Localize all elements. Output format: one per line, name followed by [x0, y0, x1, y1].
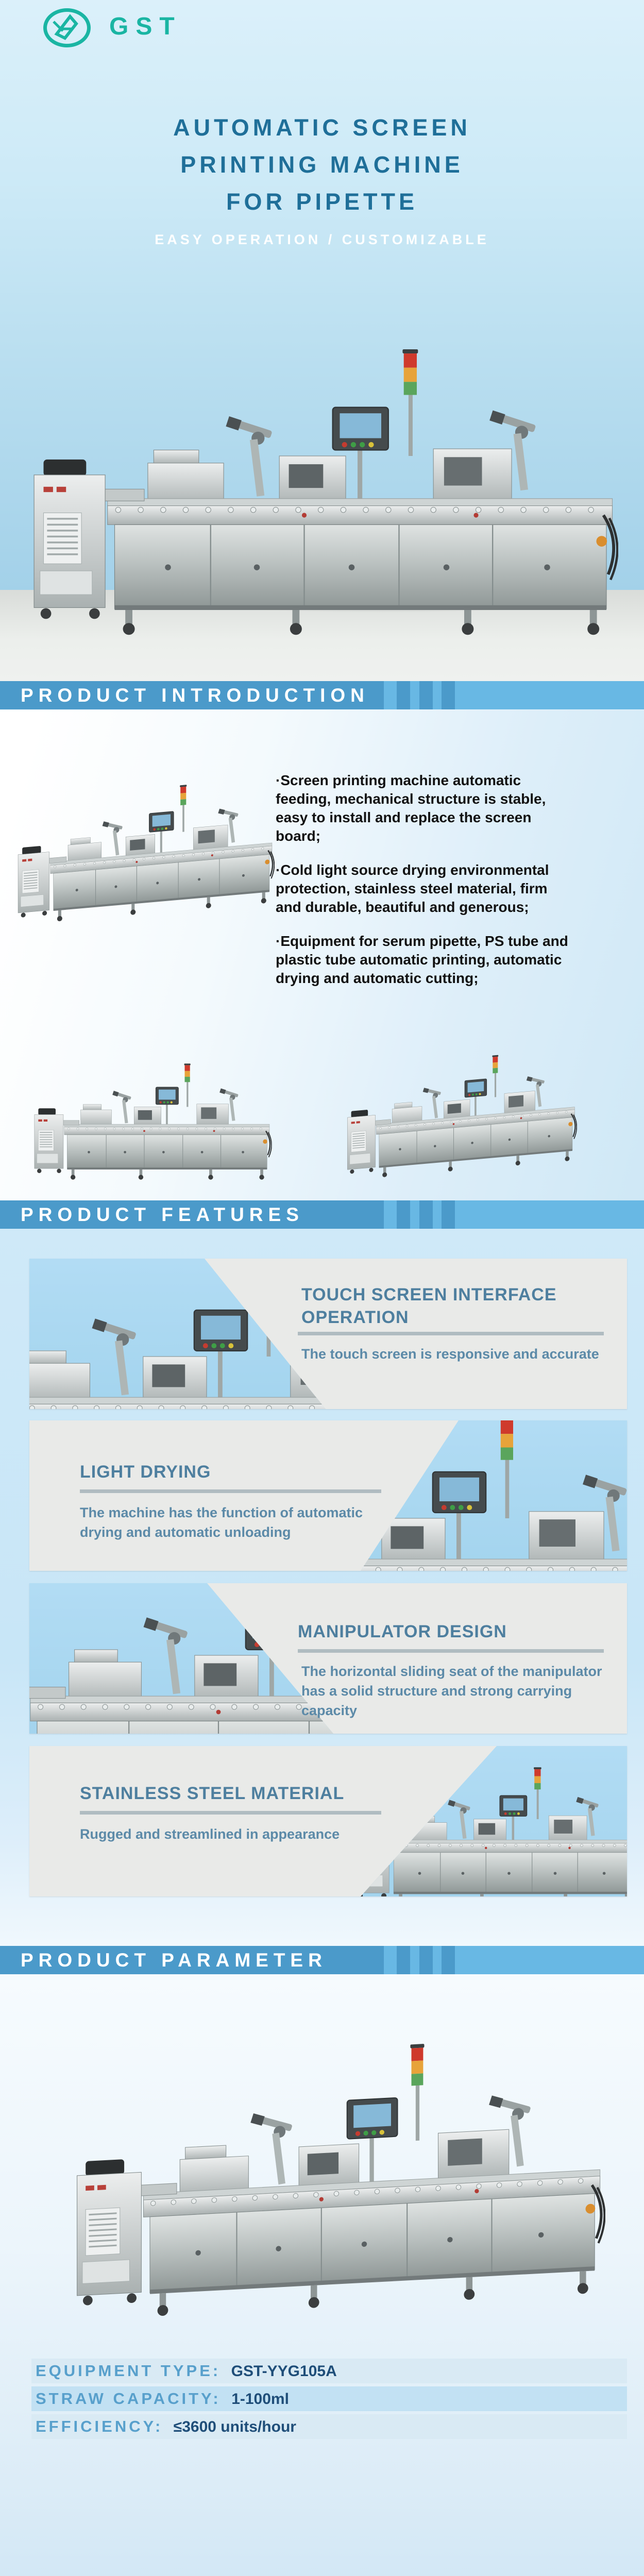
feature-divider [80, 1489, 381, 1493]
banner-stripe [419, 1946, 433, 1974]
brand-logo-icon [43, 8, 91, 47]
parameter-label: EFFICIENCY: [36, 2417, 163, 2435]
brand-name: GST [109, 13, 182, 40]
parameter-value: GST-YYG105A [231, 2363, 337, 2380]
feature-title: TOUCH SCREEN INTERFACE OPERATION [301, 1285, 557, 1327]
parameter-row-equipment-type: EQUIPMENT TYPE: GST-YYG105A [31, 2359, 627, 2383]
feature-divider [298, 1332, 604, 1335]
brand-logo-monogram-icon [53, 14, 78, 40]
page-title-line1: AUTOMATIC SCREEN [173, 114, 471, 141]
feature-description: The horizontal sliding seat of the manip… [301, 1664, 602, 1718]
feature-photo-touch-screen [29, 1259, 326, 1409]
banner-stripe [397, 681, 410, 709]
banner-title: PRODUCT FEATURES [21, 1204, 304, 1225]
parameter-label: STRAW CAPACITY: [36, 2389, 221, 2408]
intro-machine-image [14, 772, 275, 930]
section-banner-features: PRODUCT FEATURES [0, 1200, 644, 1229]
parameter-value: ≤3600 units/hour [173, 2418, 296, 2435]
feature-card-manipulator: MANIPULATOR DESIGN The horizontal slidin… [29, 1583, 627, 1734]
feature-photo-stainless-steel [361, 1746, 627, 1896]
banner-stripe [442, 681, 455, 709]
feature-title: STAINLESS STEEL MATERIAL [80, 1784, 345, 1803]
banner-stripe [397, 1200, 410, 1229]
intro-photo-left [31, 1059, 272, 1184]
banner-bar [0, 1200, 384, 1229]
section-banner-introduction: PRODUCT INTRODUCTION [0, 681, 644, 709]
page-subtitle: EASY OPERATION / CUSTOMIZABLE [155, 232, 489, 247]
banner-title: PRODUCT PARAMETER [21, 1950, 327, 1971]
intro-photo-right [344, 1043, 577, 1185]
banner-stripe [442, 1200, 455, 1229]
banner-stripe [442, 1946, 455, 1974]
parameter-row-straw-capacity: STRAW CAPACITY: 1-100ml [31, 2386, 627, 2411]
parameter-label: EQUIPMENT TYPE: [36, 2362, 221, 2380]
feature-card-light-drying: LIGHT DRYING The machine has the functio… [29, 1420, 627, 1571]
banner-stripe [397, 1946, 410, 1974]
feature-photo-light-drying [361, 1420, 627, 1571]
banner-title: PRODUCT INTRODUCTION [21, 685, 369, 706]
parameter-machine-image [70, 2024, 605, 2331]
banner-stripe [419, 681, 433, 709]
banner-stripe [419, 1200, 433, 1229]
page-title-line3: FOR PIPETTE [226, 189, 418, 215]
page-title-line2: PRINTING MACHINE [180, 151, 464, 178]
banner-bar [0, 681, 384, 709]
banner-bar [0, 1946, 384, 1974]
hero-machine-image [26, 337, 618, 646]
intro-bullet-1: ·Screen printing machine automatic feedi… [276, 772, 546, 844]
parameter-row-efficiency: EFFICIENCY: ≤3600 units/hour [31, 2414, 627, 2439]
feature-description: The machine has the function of automati… [80, 1505, 363, 1540]
feature-divider [298, 1649, 604, 1653]
feature-title: LIGHT DRYING [80, 1462, 211, 1482]
feature-card-touch-screen: TOUCH SCREEN INTERFACE OPERATION The tou… [29, 1259, 627, 1409]
intro-bullet-3: ·Equipment for serum pipette, PS tube an… [276, 933, 568, 986]
feature-divider [80, 1811, 381, 1815]
section-banner-parameters: PRODUCT PARAMETER [0, 1946, 644, 1974]
intro-bullets: ·Screen printing machine automatic feedi… [276, 771, 573, 1003]
parameter-value: 1-100ml [231, 2391, 289, 2408]
feature-description: Rugged and streamlined in appearance [80, 1826, 340, 1842]
intro-bullet-2: ·Cold light source drying environmental … [276, 862, 549, 915]
feature-photo-manipulator [29, 1583, 333, 1734]
page-title: AUTOMATIC SCREEN PRINTING MACHINE FOR PI… [0, 109, 644, 221]
feature-description: The touch screen is responsive and accur… [301, 1346, 599, 1362]
feature-card-stainless-steel: STAINLESS STEEL MATERIAL Rugged and stre… [29, 1746, 627, 1896]
feature-title: MANIPULATOR DESIGN [298, 1622, 507, 1641]
